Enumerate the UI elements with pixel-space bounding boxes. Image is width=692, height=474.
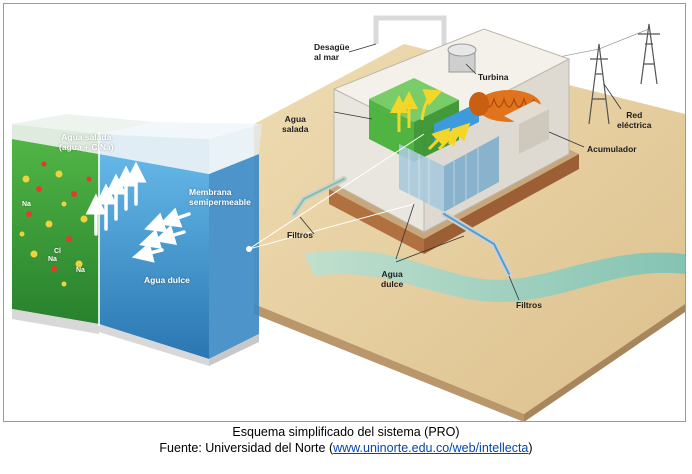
detail-connector-lines — [246, 133, 425, 252]
accumulator-label: Acumulador — [587, 144, 637, 154]
source-link[interactable]: www.uninorte.edu.co/web/intellecta — [333, 441, 529, 455]
na-ion-label-3: Na — [76, 267, 85, 274]
power-grid-label-line2: eléctrica — [617, 120, 652, 130]
sea-drain-pipe — [373, 15, 447, 54]
caption-source-suffix: ) — [528, 441, 533, 455]
filters-left-label: Filtros — [287, 230, 313, 240]
intake-pipes — [291, 176, 512, 277]
river — [304, 250, 685, 303]
turbine-dome — [447, 43, 477, 73]
power-grid-label: Red eléctrica — [617, 110, 652, 130]
salt-water-building-label-line2: salada — [282, 124, 309, 134]
label-leader-lines — [299, 43, 622, 301]
salt-water-building-label-line1: Agua — [284, 114, 306, 124]
cl-ion-label: Cl — [54, 248, 61, 255]
membrane-label-line2: semipermeable — [189, 197, 251, 207]
salt-water-tank-label-line2: (agua + ClNa) — [59, 142, 114, 152]
power-grid-label-line1: Red — [626, 110, 643, 120]
membrane-label: Membrana semipermeable — [189, 187, 251, 207]
caption-source-prefix: Fuente: Universidad del Norte ( — [159, 441, 334, 455]
salt-water-tank-label-line1: Agua salada — [61, 132, 112, 142]
salt-water-tank-label: Agua salada (agua + ClNa) — [59, 132, 114, 152]
accumulator — [504, 101, 549, 154]
building-fresh-chamber — [399, 102, 499, 212]
fresh-water-building-label-line1: Agua — [381, 269, 403, 279]
na-ion-label-2: Na — [48, 256, 57, 263]
fresh-water-tank-label: Agua dulce — [144, 275, 190, 285]
turbine-label: Turbina — [478, 72, 509, 82]
filters-right-label: Filtros — [516, 300, 542, 310]
sea-drain-label: Desagüe al mar — [314, 42, 349, 62]
membrane-tank-detail — [12, 114, 262, 366]
caption-title: Esquema simplificado del sistema (PRO) — [232, 425, 460, 439]
building-salt-chamber — [369, 78, 459, 162]
caption-source: Fuente: Universidad del Norte (www.unino… — [0, 440, 692, 456]
fresh-water-building-label: Agua dulce — [381, 269, 403, 289]
figure-frame: Desagüe al mar Turbina Red eléctrica Agu… — [3, 3, 686, 422]
figure-caption: Esquema simplificado del sistema (PRO) F… — [0, 424, 692, 456]
salt-water-building-label: Agua salada — [282, 114, 308, 134]
na-ion-label-1: Na — [22, 201, 31, 208]
pro-system-illustration — [12, 15, 685, 421]
fresh-water-building-label-line2: dulce — [381, 279, 404, 289]
sea-drain-label-line2: al mar — [314, 52, 340, 62]
sea-drain-label-line1: Desagüe — [314, 42, 350, 52]
membrane-label-line1: Membrana — [189, 187, 232, 197]
